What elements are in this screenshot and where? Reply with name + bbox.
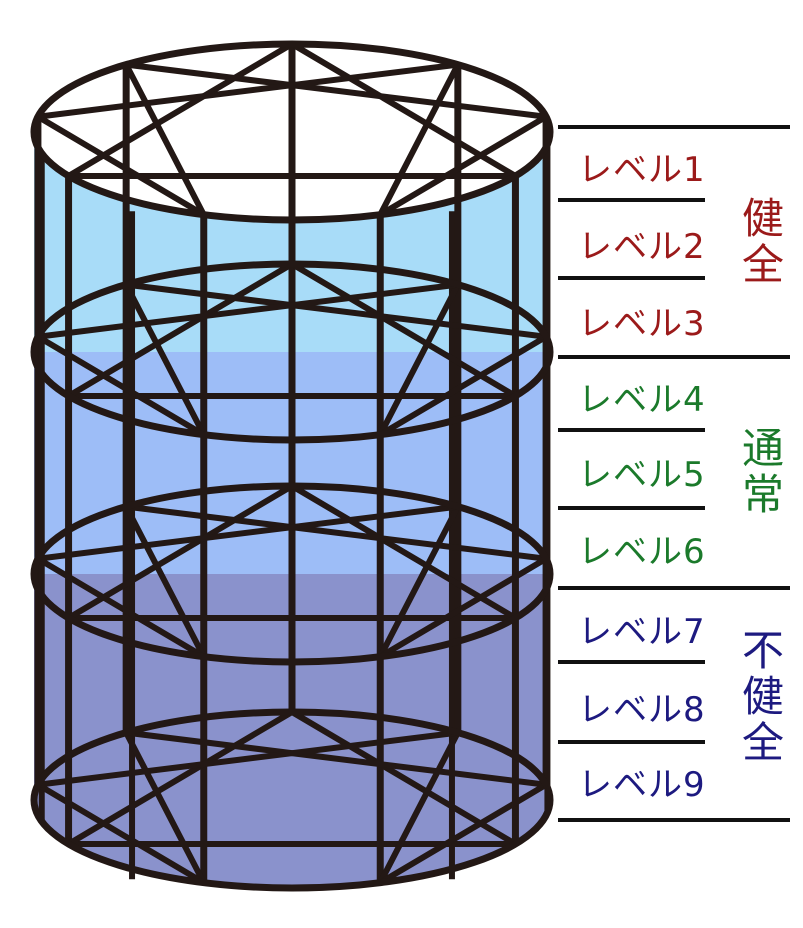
separator-line bbox=[558, 740, 705, 744]
enneagram-line bbox=[123, 61, 550, 120]
level-2-label: レベル2 bbox=[578, 227, 706, 267]
enneagram-line bbox=[377, 333, 550, 438]
separator-line bbox=[558, 506, 705, 510]
separator-line bbox=[558, 276, 705, 280]
level-8-label: レベル8 bbox=[578, 690, 706, 730]
enneagram-line bbox=[123, 281, 550, 340]
level-5-label: レベル5 bbox=[578, 455, 706, 495]
level-1-label: レベル1 bbox=[578, 150, 706, 190]
enneagram-line bbox=[34, 113, 207, 218]
separator-line bbox=[558, 355, 790, 359]
level-3-label: レベル3 bbox=[578, 304, 706, 344]
enneagram-line bbox=[34, 729, 461, 788]
enneagram-line bbox=[377, 503, 461, 660]
enneagram-line bbox=[34, 61, 461, 120]
enneagram-line bbox=[377, 781, 550, 886]
enneagram-circle-level-4 bbox=[30, 708, 554, 892]
separator-line bbox=[558, 818, 790, 822]
enneagram-line bbox=[34, 503, 461, 562]
enneagram-line bbox=[123, 281, 207, 438]
enneagram-line bbox=[34, 555, 207, 660]
enneagram-line bbox=[123, 61, 207, 218]
separator-line bbox=[558, 660, 705, 664]
enneagram-line bbox=[377, 281, 461, 438]
enneagram-line bbox=[377, 555, 550, 660]
separator-line bbox=[558, 198, 705, 202]
level-4-label: レベル4 bbox=[578, 380, 706, 420]
enneagram-circle-level-1 bbox=[30, 40, 554, 224]
enneagram-line bbox=[377, 61, 461, 218]
group-unhealthy-label: 不健全 bbox=[741, 626, 784, 767]
enneagram-line bbox=[123, 503, 207, 660]
enneagram-line bbox=[34, 281, 461, 340]
enneagram-line bbox=[123, 503, 550, 562]
enneagram-circle-level-3 bbox=[30, 482, 554, 666]
enneagram-line bbox=[123, 729, 550, 788]
separator-line bbox=[558, 428, 705, 432]
level-7-label: レベル7 bbox=[578, 612, 706, 652]
enneagram-line bbox=[123, 729, 207, 886]
separator-line bbox=[558, 586, 790, 590]
separator-line bbox=[558, 125, 790, 129]
level-6-label: レベル6 bbox=[578, 532, 706, 572]
enneagram-line bbox=[377, 113, 550, 218]
enneagram-line bbox=[34, 781, 207, 886]
enneagram-line bbox=[377, 729, 461, 886]
enneagram-circle-level-2 bbox=[30, 260, 554, 444]
enneagram-line bbox=[34, 333, 207, 438]
level-9-label: レベル9 bbox=[578, 765, 706, 805]
group-average-label: 通常 bbox=[741, 424, 784, 519]
group-healthy-label: 健全 bbox=[741, 194, 784, 289]
